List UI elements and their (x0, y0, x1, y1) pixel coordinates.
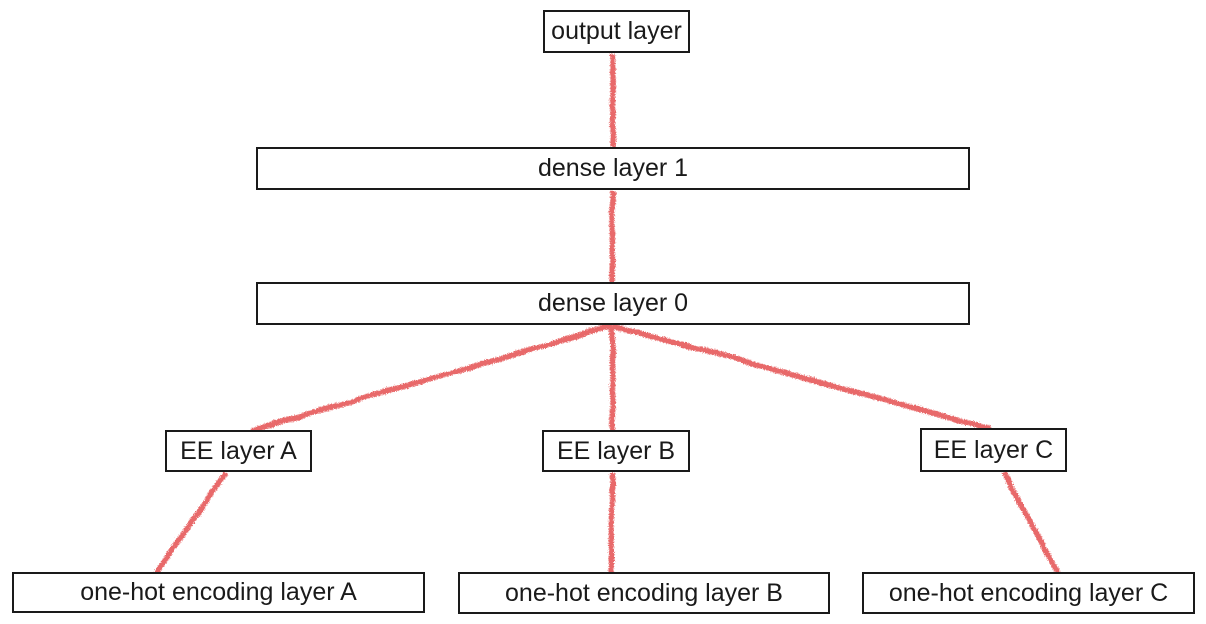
node-one-hot-encoding-layer-c: one-hot encoding layer C (862, 572, 1195, 614)
node-dense-layer-0: dense layer 0 (256, 282, 970, 325)
node-label-ee-layer-a: EE layer A (180, 436, 297, 465)
edge-ee-layer-b-to-one-hot-encoding-layer-b (607, 471, 615, 573)
node-ee-layer-c: EE layer C (920, 428, 1067, 472)
node-one-hot-encoding-layer-b: one-hot encoding layer B (458, 572, 830, 614)
edge-dense-layer-0-to-ee-layer-a (249, 322, 613, 433)
node-label-output-layer: output layer (551, 17, 682, 45)
node-label-one-hot-encoding-layer-b: one-hot encoding layer B (505, 578, 783, 607)
node-output-layer: output layer (543, 10, 690, 53)
node-one-hot-encoding-layer-a: one-hot encoding layer A (12, 572, 425, 613)
edge-ee-layer-c-to-one-hot-encoding-layer-c (1000, 470, 1060, 574)
node-label-dense-layer-0: dense layer 0 (537, 289, 689, 317)
node-label-dense-layer-1: dense layer 1 (537, 154, 689, 182)
node-ee-layer-b: EE layer B (542, 430, 690, 472)
edge-ee-layer-a-to-one-hot-encoding-layer-a (152, 470, 228, 575)
node-label-one-hot-encoding-layer-a: one-hot encoding layer A (80, 578, 357, 606)
node-label-ee-layer-c: EE layer C (933, 435, 1054, 464)
node-label-one-hot-encoding-layer-c: one-hot encoding layer C (888, 578, 1169, 607)
node-ee-layer-a: EE layer A (165, 430, 312, 472)
node-label-ee-layer-b: EE layer B (556, 436, 676, 465)
edge-dense-layer-0-to-ee-layer-c (611, 322, 991, 431)
node-dense-layer-1: dense layer 1 (256, 147, 970, 190)
